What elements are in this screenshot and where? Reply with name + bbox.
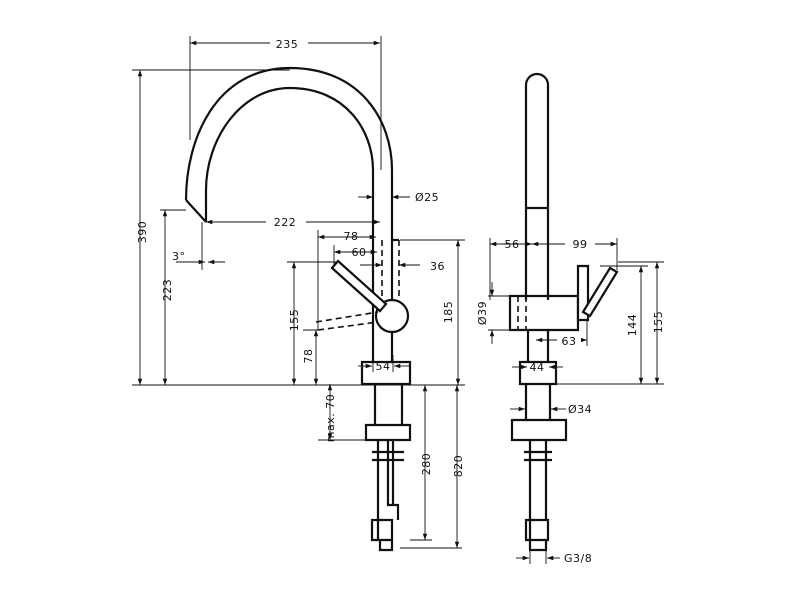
dim-78-side: 78 [302, 349, 315, 364]
hoses [372, 440, 404, 540]
side-lever [581, 266, 619, 318]
dim-60: 60 [352, 246, 367, 259]
spout-outer [184, 66, 394, 300]
dim-d25: Ø25 [415, 191, 439, 204]
side-spout [524, 72, 550, 300]
side-body-hidden [517, 296, 527, 330]
side-stem [526, 330, 550, 362]
dim-390: 390 [136, 221, 149, 244]
dim-155-side: 155 [652, 311, 665, 334]
front-view [184, 66, 412, 552]
dim-223: 223 [161, 279, 174, 302]
cartridge-hidden [381, 240, 400, 300]
dim-54: 54 [376, 360, 391, 373]
dim-max70: max. 70 [324, 394, 337, 442]
dim-36: 36 [430, 260, 445, 273]
dim-44: 44 [530, 361, 545, 374]
dim-g38: G3/8 [564, 552, 592, 565]
spout-tip [185, 199, 207, 223]
dim-63: 63 [562, 335, 577, 348]
dim-78-top: 78 [344, 230, 359, 243]
hose-ends [370, 518, 394, 552]
tap-base [360, 360, 412, 386]
dim-56: 56 [505, 238, 520, 251]
dim-235: 235 [276, 38, 299, 51]
dim-d34: Ø34 [568, 403, 592, 416]
side-hoses [524, 440, 552, 540]
dim-d39: Ø39 [476, 301, 489, 325]
side-dimensions: 56 99 Ø39 144 155 63 44 Ø34 [476, 236, 665, 565]
spout-inner [204, 86, 375, 300]
dim-820: 820 [452, 455, 465, 478]
shank [364, 384, 412, 442]
dim-144: 144 [626, 314, 639, 337]
dim-222: 222 [274, 216, 297, 229]
side-view [508, 72, 619, 552]
dim-280: 280 [420, 453, 433, 476]
dim-angle: 3° [172, 250, 186, 263]
lever [330, 259, 388, 313]
side-shank [510, 384, 568, 442]
front-dimensions: 235 Ø25 222 78 60 36 3° 390 223 [132, 36, 465, 549]
dim-99: 99 [573, 238, 588, 251]
dim-185: 185 [442, 301, 455, 324]
dim-155: 155 [288, 309, 301, 332]
side-body [508, 294, 580, 332]
lever-alt-position [315, 311, 379, 331]
